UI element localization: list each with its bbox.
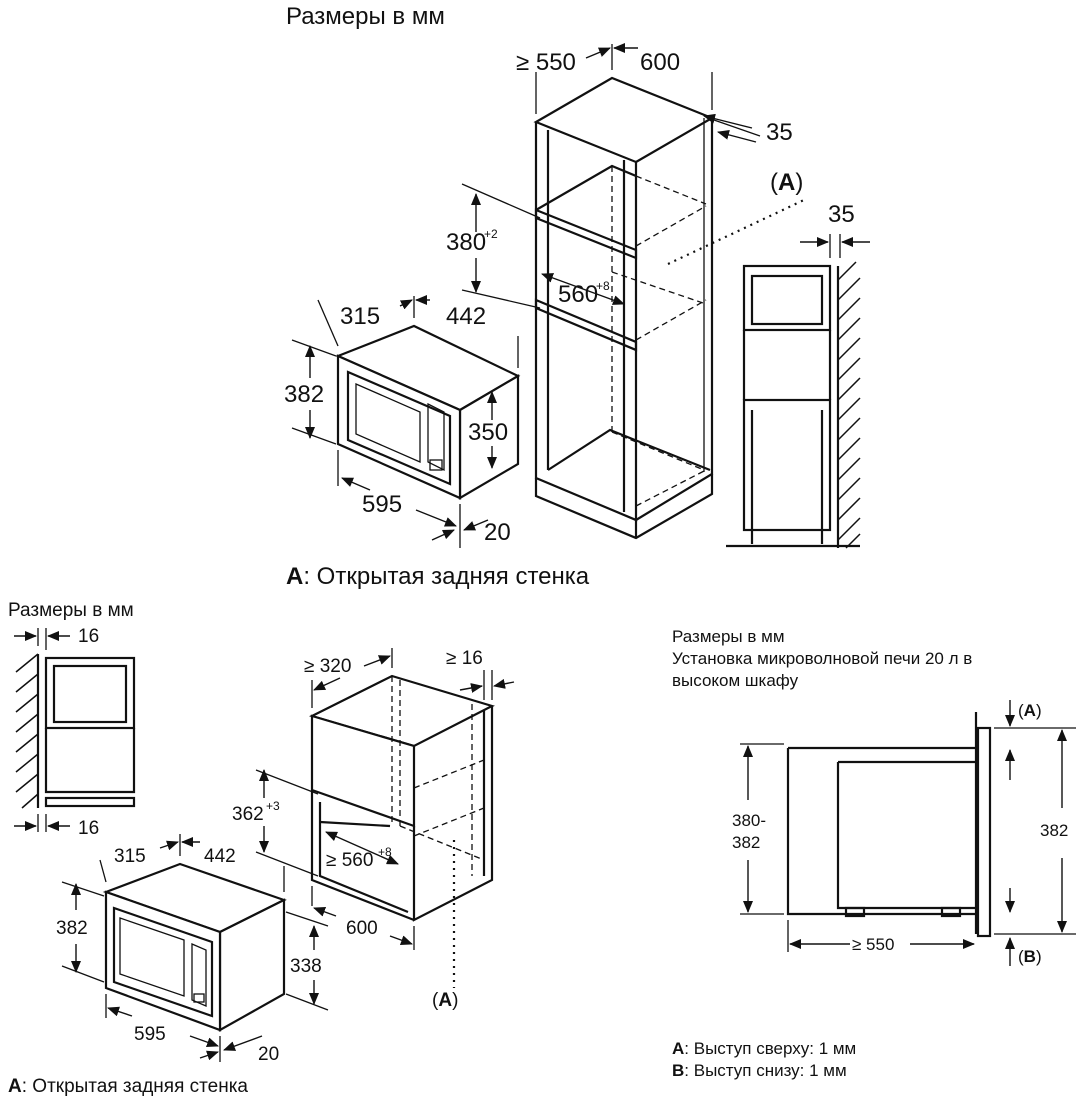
- dim-35-a: 35: [766, 119, 793, 146]
- top-heading: Размеры в мм: [286, 3, 445, 30]
- dim-338: 338: [290, 956, 322, 977]
- dim-315-b: 315: [114, 846, 146, 867]
- wall-cabinet: [309, 674, 495, 922]
- dim-16-b: 16: [78, 818, 99, 839]
- microwave-top: [335, 324, 521, 500]
- dim-550-right: ≥ 550: [852, 935, 894, 954]
- bottom-left-heading: Размеры в мм: [8, 600, 134, 621]
- dim-315: 315: [340, 303, 380, 330]
- bottom-left-dimensions: [61, 648, 515, 1062]
- top-dimensions: [291, 43, 870, 548]
- dim-20-b: 20: [258, 1044, 279, 1065]
- marker-a-top: (A): [770, 169, 803, 196]
- svg-text:B: Выступ снизу: 1 мм: B: Выступ снизу: 1 мм: [672, 1061, 847, 1080]
- dim-35-b: 35: [828, 201, 855, 228]
- dim-320: ≥ 320: [304, 656, 351, 677]
- svg-text:высоком шкафу: высоком шкафу: [672, 671, 799, 690]
- dim-560-b: ≥ 560: [326, 850, 373, 871]
- svg-text:Размеры в мм: Размеры в мм: [672, 627, 785, 646]
- dim-550: ≥ 550: [516, 49, 576, 76]
- dim-350: 350: [468, 419, 508, 446]
- dim-442: 442: [446, 303, 486, 330]
- dim-595: 595: [362, 491, 402, 518]
- dim-16-c: ≥ 16: [446, 648, 483, 669]
- dim-382: 382: [284, 381, 324, 408]
- dim-600-b: 600: [346, 918, 378, 939]
- bottom-left-caption: A: Открытая задняя стенка: [8, 1076, 248, 1097]
- marker-b-right: (B): [1018, 947, 1042, 966]
- dim-560-b-sup: +8: [378, 845, 392, 859]
- bottom-right-heading: Размеры в мм Установка микроволновой печ…: [672, 627, 972, 690]
- dim-20: 20: [484, 519, 511, 546]
- dim-600: 600: [640, 49, 680, 76]
- top-dim-labels: ≥ 550 600 35 35 380 +2 560 +8 315 442 38…: [284, 49, 855, 546]
- dim-380-sup: +2: [484, 227, 498, 241]
- dim-595-b: 595: [134, 1024, 166, 1045]
- side-section-view: [726, 261, 861, 549]
- svg-text:Установка микроволновой печи 2: Установка микроволновой печи 20 л в: [672, 649, 972, 668]
- dim-560-sup: +8: [596, 279, 610, 293]
- svg-text:A: Выступ сверху: 1 мм: A: Выступ сверху: 1 мм: [672, 1039, 856, 1058]
- tall-cabinet: [533, 76, 715, 540]
- wall-side-view: [14, 628, 136, 832]
- dim-362-sup: +3: [266, 799, 280, 813]
- bottom-left-dim-labels: ≥ 320 ≥ 16 362 +3 ≥ 560 +8 315 442 382 3…: [56, 648, 483, 1065]
- bottom-right-labels: (A) (B) 380- 382 382 ≥ 550: [732, 701, 1068, 966]
- dim-560: 560: [558, 281, 598, 308]
- dim-380-382-line1: 380-: [732, 811, 766, 830]
- microwave-bottom: [102, 862, 287, 1032]
- built-in-section-view: [740, 700, 1076, 966]
- marker-a-bottom-left: (A): [432, 990, 458, 1011]
- dim-380: 380: [446, 229, 486, 256]
- marker-a-right: (A): [1018, 701, 1042, 720]
- dim-382-right: 382: [1040, 821, 1068, 840]
- dim-362: 362: [232, 804, 264, 825]
- bottom-right-notes: A: Выступ сверху: 1 мм B: Выступ снизу: …: [672, 1039, 856, 1080]
- top-caption: A: Открытая задняя стенка: [286, 563, 590, 590]
- dim-442-b: 442: [204, 846, 236, 867]
- dim-382-b: 382: [56, 918, 88, 939]
- dim-380-382-line2: 382: [732, 833, 760, 852]
- dim-16-a: 16: [78, 626, 99, 647]
